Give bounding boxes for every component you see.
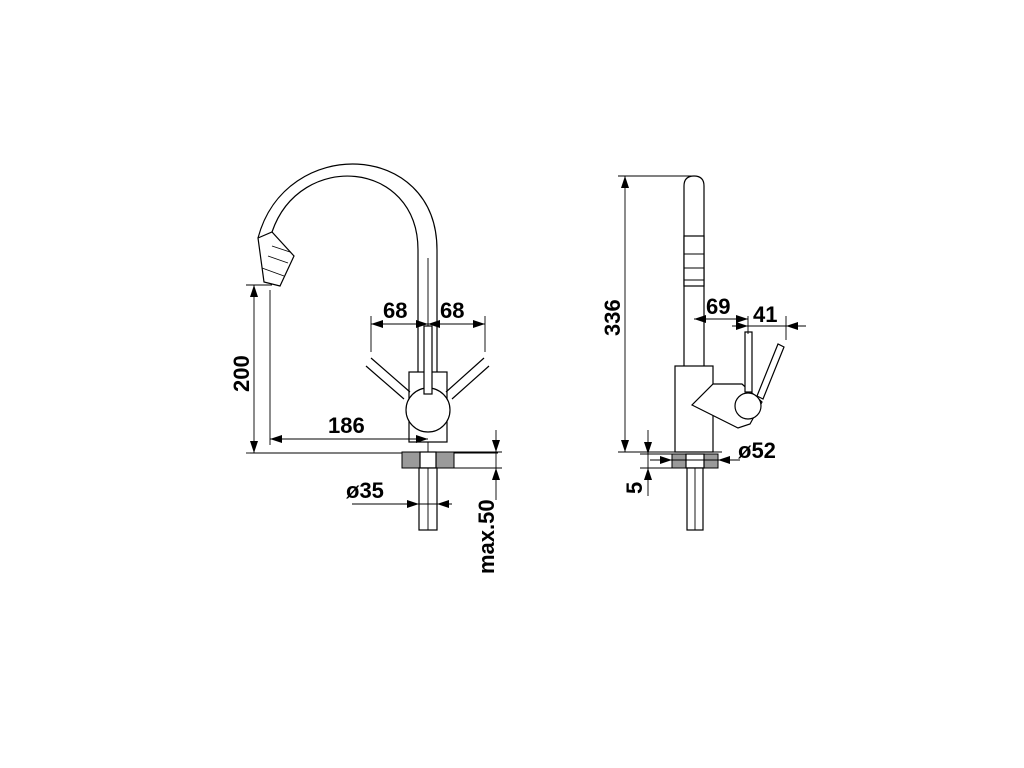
front-dim-68-arrow-left: [371, 320, 383, 328]
front-dim-68-right-label: 68: [440, 298, 464, 323]
front-dim-68-arrow-right: [473, 320, 485, 328]
front-handle-rod-right: [445, 357, 485, 393]
side-tilted-lever: [756, 343, 785, 400]
front-dim-50-arrow-bot: [492, 468, 500, 480]
front-dim-50-arrow-top: [492, 440, 500, 452]
side-dim-52-arrow-left: [660, 456, 672, 464]
side-handle-rod: [744, 331, 753, 393]
front-dim-200-arrow-bot: [250, 441, 258, 453]
front-spout-inner: [257, 163, 438, 440]
side-dim-52-arrow-right: [718, 456, 730, 464]
side-mixer-knob: [734, 392, 762, 420]
front-aerator-line-2: [267, 255, 289, 264]
side-dim-336-label: 336: [600, 299, 625, 336]
front-dim-200-label: 200: [229, 355, 254, 392]
side-dim-69-arrow-left: [694, 315, 706, 323]
front-spout-outer: [271, 175, 419, 440]
front-aerator-line-1: [261, 267, 285, 277]
side-dim-41-arrow-left: [736, 322, 748, 330]
side-dim-69-label: 69: [706, 294, 730, 319]
front-lever-rod: [423, 325, 433, 395]
side-aerator: [683, 235, 705, 287]
side-dim-5-arrow-bot: [644, 468, 652, 480]
front-dim-68-arrow-mid-l: [416, 320, 428, 328]
front-dim-35-arrow-right: [437, 500, 449, 508]
side-base-nut: [685, 453, 705, 469]
front-dim-186-arrow-right: [416, 435, 428, 443]
front-view: 200 186 68 68 ø35 max.50: [229, 163, 502, 574]
front-dim-186-arrow-left: [270, 435, 282, 443]
front-base-nut: [419, 451, 437, 469]
front-dim-68-left-label: 68: [383, 298, 407, 323]
front-dim-200-arrow-top: [250, 285, 258, 297]
front-dim-35-label: ø35: [346, 478, 384, 503]
front-handle-rod-right-b: [451, 365, 490, 400]
side-dim-52-label: ø52: [738, 438, 776, 463]
front-mixer-ball: [405, 387, 451, 433]
side-view: 336 69 41 ø52 5: [600, 175, 806, 531]
front-dim-68-arrow-mid-r: [428, 320, 440, 328]
front-dim-35-arrow-left: [407, 500, 419, 508]
side-dim-336-arrow-top: [621, 176, 629, 188]
front-handle-rod-left-b: [365, 365, 405, 400]
side-dim-41-arrow-right: [786, 322, 798, 330]
side-dim-5-label: 5: [622, 482, 647, 494]
side-dim-69-arrow-right: [736, 315, 748, 323]
front-dim-50-label: max.50: [474, 499, 499, 574]
front-dim-186-label: 186: [328, 413, 365, 438]
front-handle-rod-left: [370, 357, 411, 393]
front-aerator-line-3: [271, 245, 291, 253]
side-dim-41-label: 41: [753, 302, 777, 327]
side-dim-336-arrow-bot: [621, 440, 629, 452]
side-dim-5-arrow-top: [644, 442, 652, 454]
